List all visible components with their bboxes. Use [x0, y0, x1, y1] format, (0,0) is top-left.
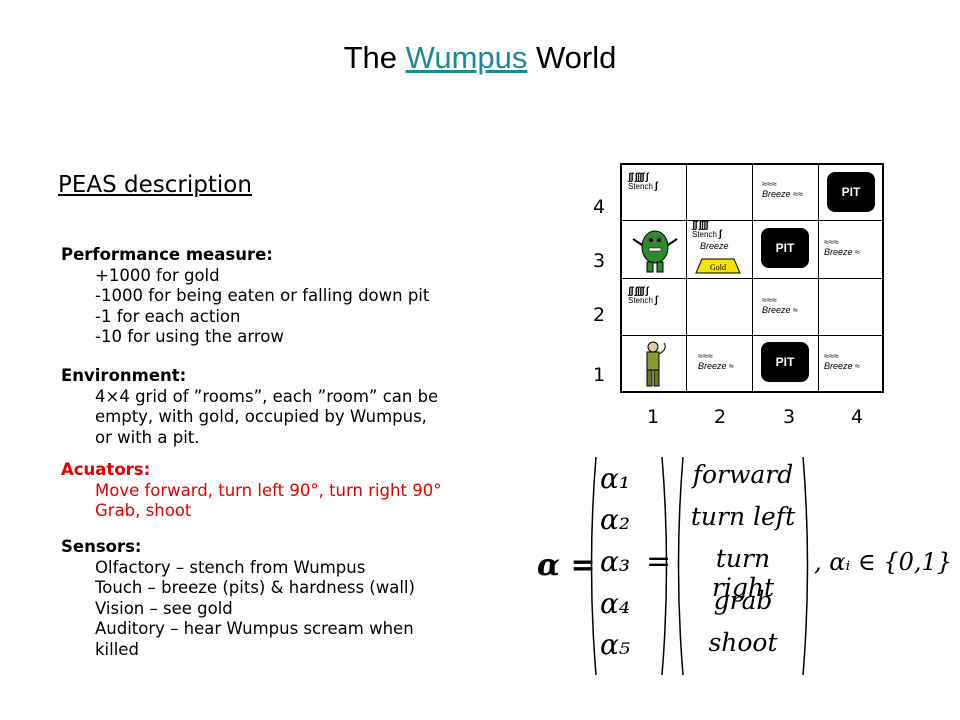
sensors-label: Sensors:: [61, 537, 142, 556]
right-matrix-brackets: [677, 456, 809, 676]
pit-marker: PIT: [761, 228, 809, 268]
performance-label: Performance measure:: [61, 245, 273, 264]
equals-sign: =: [646, 544, 672, 579]
alpha-entry: α₂: [600, 503, 631, 536]
environment-line: 4×4 grid of ”rooms”, each ”room” can be: [95, 386, 439, 406]
page-title: The Wumpus World: [0, 40, 960, 76]
actuators-line: Grab, shoot: [95, 501, 192, 520]
alpha-lhs: α =: [537, 548, 596, 583]
breeze-marker: ≈≈≈Breeze ≈: [762, 295, 798, 315]
col-label: 1: [647, 406, 660, 428]
title-prefix: The: [343, 40, 406, 75]
performance-item: -10 for using the arrow: [95, 327, 284, 346]
performance-item: -1000 for being eaten or falling down pi…: [95, 286, 430, 305]
performance-item: +1000 for gold: [95, 265, 220, 285]
col-label: 2: [714, 406, 727, 428]
row-label: 3: [593, 250, 606, 272]
sensors-line: Olfactory – stench from Wumpus: [95, 557, 366, 577]
breeze-marker: ≈≈≈Breeze ≈: [698, 351, 734, 371]
environment-line: empty, with gold, occupied by Wumpus,: [95, 407, 427, 426]
performance-item: -1 for each action: [95, 306, 241, 326]
action-entry: grab: [713, 586, 773, 615]
environment-label: Environment:: [61, 366, 187, 385]
sensors-line: killed: [95, 639, 139, 659]
breeze-marker: ≈≈≈Breeze ≈: [824, 237, 860, 257]
sensors-line: Vision – see gold: [95, 598, 233, 618]
row-label: 4: [593, 196, 606, 218]
alpha-entry: α₁: [600, 462, 631, 495]
breeze-marker: Breeze: [700, 241, 729, 251]
actuators-section: Acuators: Move forward, turn left 90°, t…: [61, 460, 441, 522]
environment-line: or with a pit.: [95, 427, 200, 447]
sensors-line: Touch – breeze (pits) & hardness (wall): [95, 578, 415, 597]
peas-heading: PEAS description: [58, 172, 252, 198]
action-entry: turn left: [690, 502, 796, 531]
pit-marker: PIT: [827, 172, 875, 212]
alpha-entry: α₅: [600, 628, 631, 661]
row-label: 1: [593, 364, 606, 386]
action-entry: shoot: [708, 628, 778, 657]
environment-section: Environment: 4×4 grid of ”rooms”, each ”…: [61, 366, 438, 448]
col-label: 3: [783, 406, 796, 428]
action-entry: forward: [692, 460, 794, 489]
sensors-line: Auditory – hear Wumpus scream when: [95, 619, 414, 638]
actuators-line: Move forward, turn left 90°, turn right …: [95, 480, 442, 500]
wumpus-icon: [632, 230, 678, 273]
breeze-marker: ≈≈≈Breeze ≈: [824, 351, 860, 371]
col-label: 4: [851, 406, 864, 428]
agent-icon: [646, 341, 666, 387]
performance-section: Performance measure: +1000 for gold -100…: [61, 245, 429, 348]
wumpus-link[interactable]: Wumpus: [405, 40, 528, 75]
actuators-label: Acuators:: [61, 460, 151, 479]
alpha-entry: α₄: [600, 587, 631, 620]
alpha-constraint: , αᵢ ∈ {0,1}: [814, 548, 953, 576]
row-label: 2: [593, 304, 606, 326]
pit-marker: PIT: [761, 342, 809, 382]
breeze-marker: ≈≈≈Breeze ≈≈: [762, 179, 803, 199]
action-entry: turn right: [711, 544, 775, 602]
title-suffix: World: [527, 40, 617, 75]
left-matrix-brackets: [590, 456, 668, 676]
gold-icon: Gold: [695, 258, 741, 274]
alpha-entry: α₃: [600, 545, 631, 578]
sensors-section: Sensors: Olfactory – stench from Wumpus …: [61, 537, 415, 660]
svg-text:Gold: Gold: [710, 263, 726, 272]
